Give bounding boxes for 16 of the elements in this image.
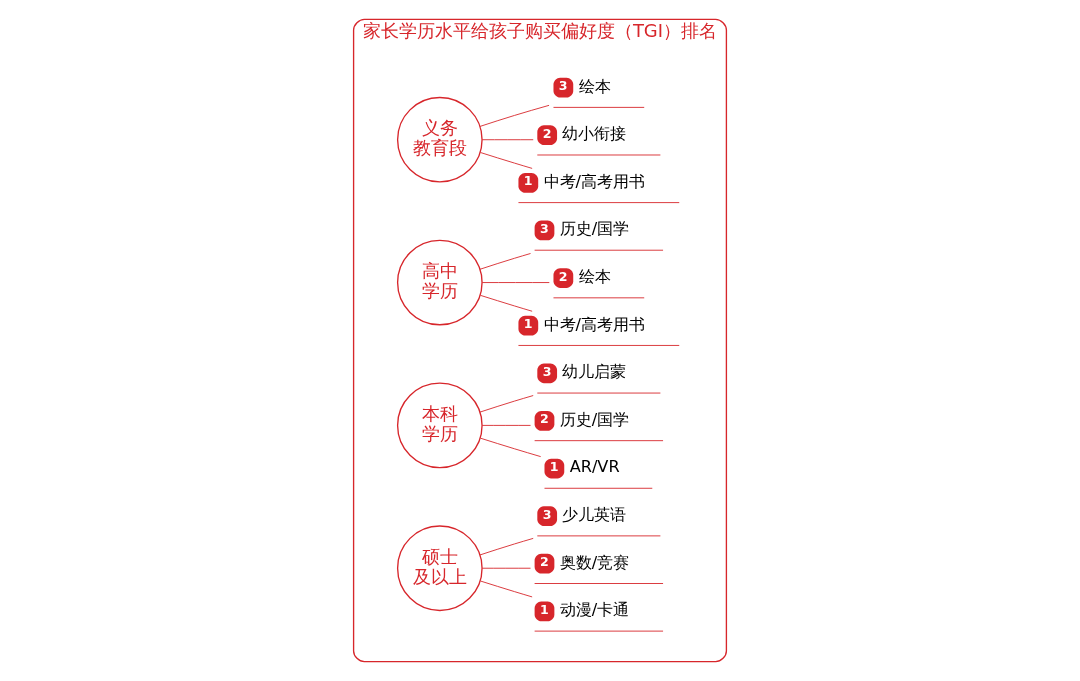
connector [481, 567, 531, 569]
node-circle: 硕士及以上 [396, 525, 483, 612]
connector [479, 104, 550, 127]
connector [479, 395, 534, 413]
connector [479, 253, 531, 270]
node-circle: 义务教育段 [396, 96, 483, 183]
connector [481, 282, 550, 283]
connector [480, 152, 533, 169]
connector [479, 537, 534, 556]
node-circle: 高中学历 [396, 239, 483, 326]
node-circle: 本科学历 [396, 382, 483, 469]
connector [481, 139, 534, 141]
connector [480, 580, 533, 598]
connector [480, 437, 542, 458]
connector [480, 294, 533, 312]
connector [481, 424, 531, 426]
